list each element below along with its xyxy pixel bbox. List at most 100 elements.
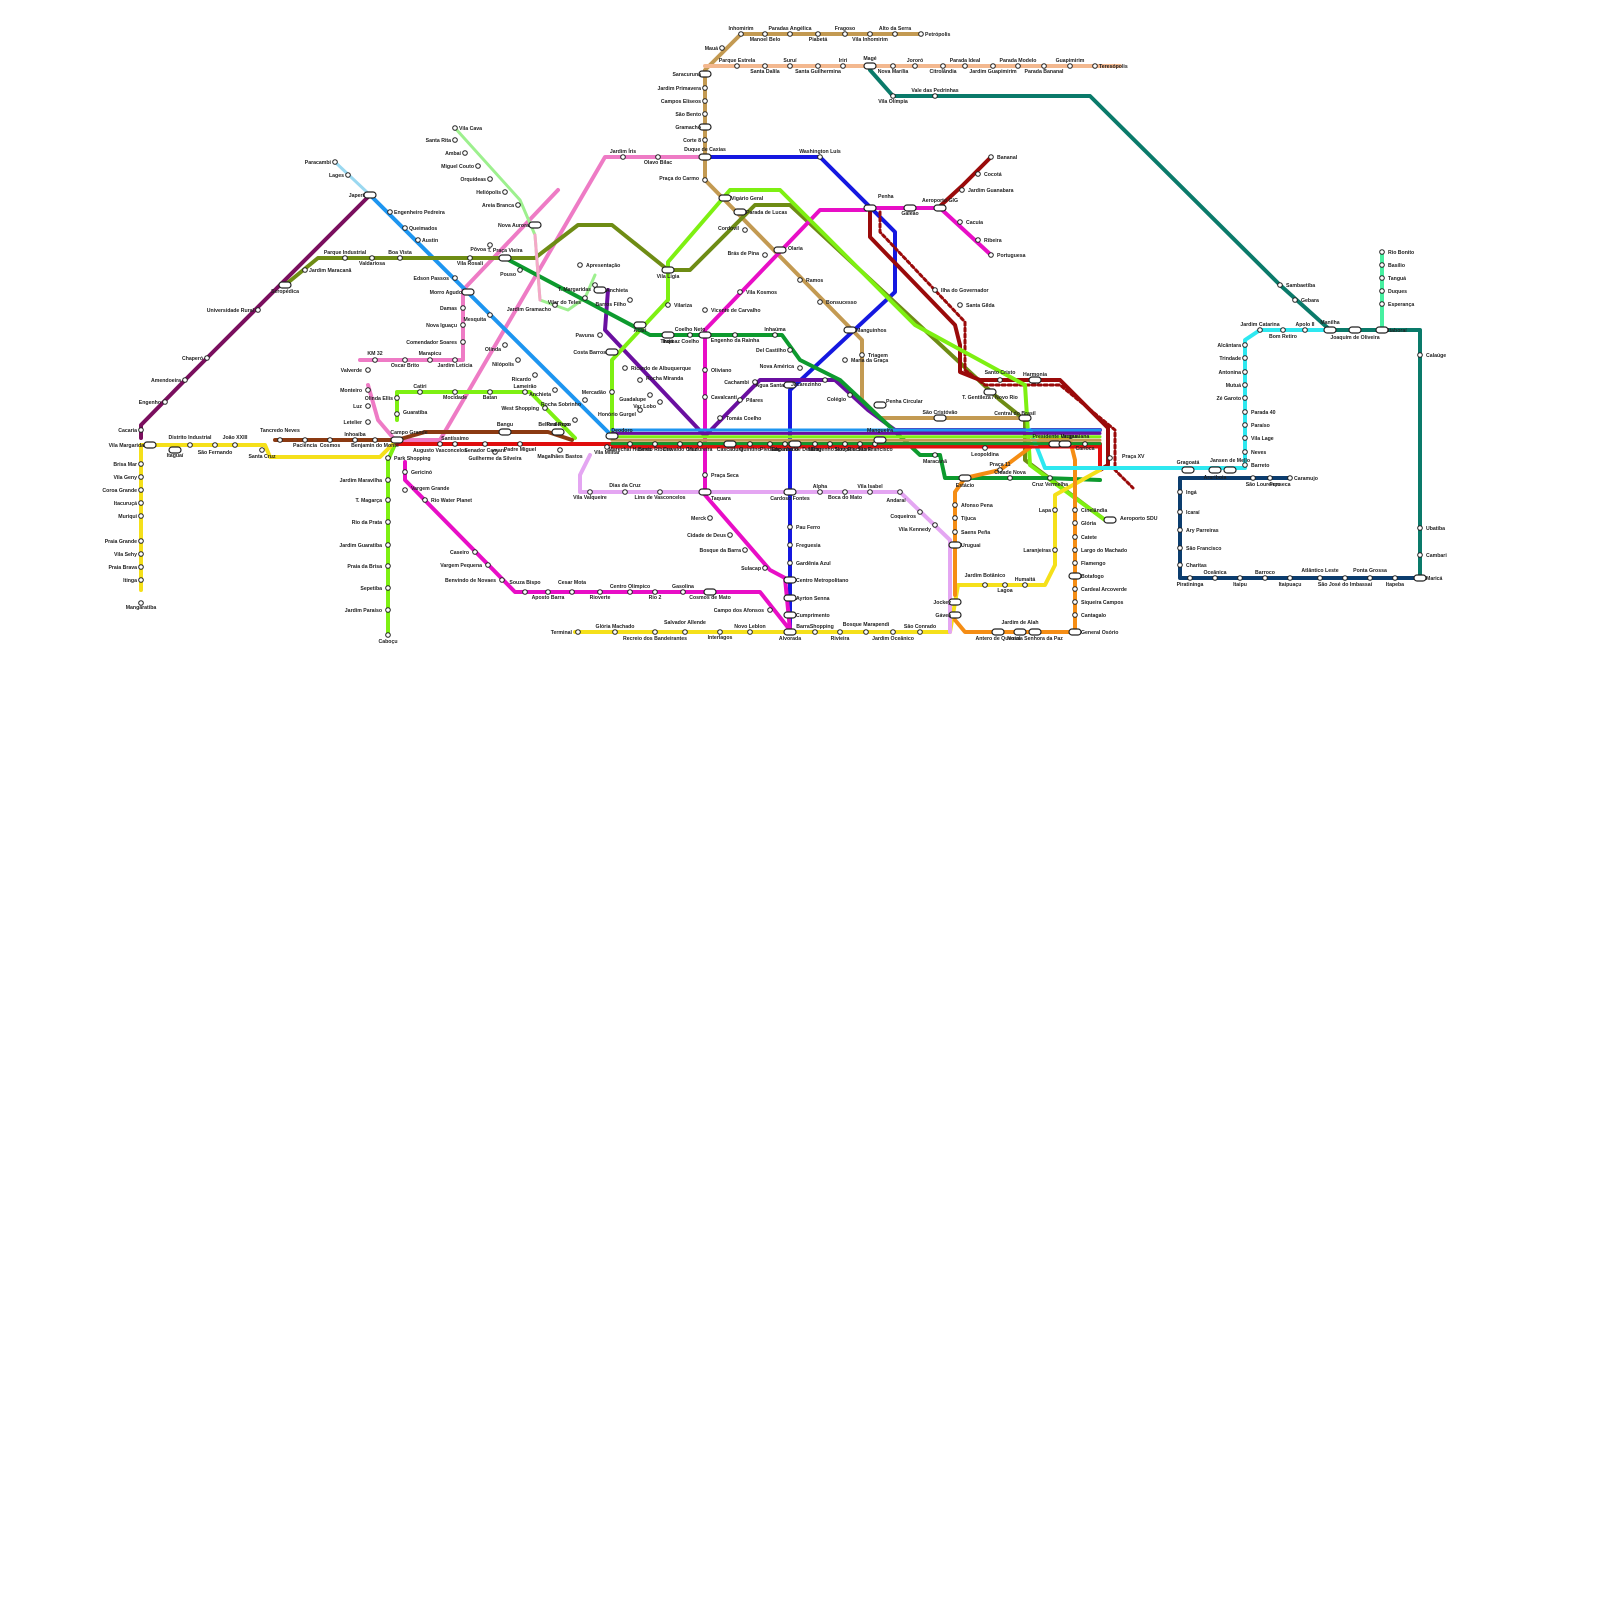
station-marker-nova-am-rica[interactable] — [797, 365, 803, 371]
station-marker-manilha[interactable] — [1323, 326, 1337, 334]
station-marker-vicente-de-carvalho[interactable] — [702, 307, 708, 313]
station-marker-piabet[interactable] — [815, 31, 821, 37]
station-marker-catiri[interactable] — [417, 389, 423, 395]
station-marker-jardim-guapimirim[interactable] — [990, 63, 996, 69]
station-marker-senador-camar[interactable] — [482, 441, 488, 447]
station-marker-engenho-da-rainha[interactable] — [732, 332, 738, 338]
station-marker-pilares[interactable] — [737, 397, 743, 403]
station-marker-citrol-ndia[interactable] — [940, 63, 946, 69]
station-marker-vila-militar[interactable] — [604, 444, 610, 450]
station-marker-jardim-guaratiba[interactable] — [385, 542, 391, 548]
station-marker-cardoso-fontes[interactable] — [783, 488, 797, 496]
station-marker-neves[interactable] — [1242, 449, 1248, 455]
station-marker-para-so[interactable] — [1242, 422, 1248, 428]
station-marker-bosque-da-barra[interactable] — [742, 547, 748, 553]
station-marker-bonsucesso[interactable] — [817, 299, 823, 305]
station-marker-joror[interactable] — [912, 63, 918, 69]
station-marker-siqueira-campos[interactable] — [1072, 599, 1078, 605]
station-marker-cascadura[interactable] — [723, 440, 737, 448]
station-marker-t-magar-a[interactable] — [385, 497, 391, 503]
station-marker-lagoa[interactable] — [1002, 582, 1008, 588]
station-marker-inhoa-ba[interactable] — [352, 437, 358, 443]
station-marker-merck[interactable] — [707, 515, 713, 521]
station-marker-gard-nia-azul[interactable] — [787, 560, 793, 566]
station-marker-est-cio[interactable] — [958, 474, 972, 482]
station-marker-jardim-guanabara[interactable] — [959, 187, 965, 193]
station-marker-engenho-novo[interactable] — [827, 441, 833, 447]
station-marker-muriqui[interactable] — [138, 513, 144, 519]
station-marker-pau-ferro[interactable] — [787, 524, 793, 530]
station-marker-teres-polis[interactable] — [1092, 63, 1098, 69]
station-marker-vilar-do-teles[interactable] — [582, 295, 588, 301]
station-marker-nova-aurora[interactable] — [528, 221, 542, 229]
station-marker-jacarezinho[interactable] — [822, 377, 828, 383]
station-marker-santa-cruz[interactable] — [259, 447, 265, 453]
station-marker-barrashopping[interactable] — [812, 629, 818, 635]
station-marker-laranjeiras[interactable] — [1052, 547, 1058, 553]
station-marker-parada-de-lucas[interactable] — [733, 208, 747, 216]
station-marker-mutu[interactable] — [1242, 382, 1248, 388]
station-marker-miguel-couto[interactable] — [475, 163, 481, 169]
station-marker-apresenta-o[interactable] — [577, 262, 583, 268]
station-marker-boa-vista[interactable] — [397, 255, 403, 261]
station-marker-ricardo-de-albuquerque[interactable] — [622, 365, 628, 371]
station-marker-amba[interactable] — [462, 150, 468, 156]
station-marker-petr-polis[interactable] — [918, 31, 924, 37]
station-marker-park-shopping[interactable] — [385, 455, 391, 461]
station-marker-cantagalo[interactable] — [1072, 612, 1078, 618]
station-marker-lameir-o[interactable] — [522, 389, 528, 395]
station-marker-riachuelo[interactable] — [857, 441, 863, 447]
station-marker-damas[interactable] — [460, 305, 466, 311]
station-marker-t-margaridas[interactable] — [592, 282, 598, 288]
station-marker-jardim-maracan[interactable] — [302, 267, 308, 273]
station-marker-esperan-a[interactable] — [1379, 301, 1385, 307]
station-marker-jardim-primavera[interactable] — [702, 85, 708, 91]
station-marker-antonina[interactable] — [1242, 369, 1248, 375]
station-marker-general-os-rio[interactable] — [1068, 628, 1082, 636]
station-marker-cumprimento[interactable] — [783, 611, 797, 619]
station-marker-cocot[interactable] — [975, 171, 981, 177]
station-marker-guilherme-da-silveira[interactable] — [492, 449, 498, 455]
station-marker-santa-gilda[interactable] — [957, 302, 963, 308]
station-marker-engenho-de-dentro[interactable] — [788, 440, 802, 448]
station-marker-santo-cristo[interactable] — [997, 377, 1003, 383]
station-marker-comendador-soares[interactable] — [460, 339, 466, 345]
station-marker-gericin[interactable] — [402, 469, 408, 475]
station-marker-br-s-de-pina[interactable] — [762, 252, 768, 258]
station-marker-vargem-pequena[interactable] — [485, 562, 491, 568]
station-marker-olinda[interactable] — [502, 342, 508, 348]
station-marker-cambari[interactable] — [1417, 552, 1423, 558]
station-marker-oswaldo-cruz[interactable] — [677, 441, 683, 447]
station-marker-vila-lage[interactable] — [1242, 435, 1248, 441]
station-marker-flamengo[interactable] — [1072, 560, 1078, 566]
station-marker-penha[interactable] — [863, 204, 877, 212]
station-marker-queimados[interactable] — [402, 225, 408, 231]
station-marker-lapa[interactable] — [1052, 507, 1058, 513]
station-marker-realengo[interactable] — [551, 428, 565, 436]
station-marker-praia-da-brisa[interactable] — [385, 563, 391, 569]
station-marker-anchieta[interactable] — [552, 387, 558, 393]
station-marker-fonseca[interactable] — [1267, 475, 1273, 481]
station-marker-uruguai[interactable] — [948, 541, 962, 549]
station-marker-portuguesa[interactable] — [988, 252, 994, 258]
station-marker-washington-lu-s[interactable] — [817, 154, 823, 160]
station-marker-brisa-mar[interactable] — [138, 461, 144, 467]
station-marker-manoel-belo[interactable] — [762, 31, 768, 37]
station-marker-costa-barros[interactable] — [605, 348, 619, 356]
station-marker-parque-estrela[interactable] — [734, 63, 740, 69]
station-marker-sant-ssimo[interactable] — [452, 441, 458, 447]
station-marker-cavalcanti[interactable] — [702, 394, 708, 400]
station-marker-catete[interactable] — [1072, 534, 1078, 540]
station-marker-thomaz-coelho[interactable] — [698, 331, 712, 339]
station-marker-s-o-louren-o[interactable] — [1250, 475, 1256, 481]
station-marker-cidade-nova[interactable] — [1007, 475, 1013, 481]
station-marker-alvorada[interactable] — [783, 628, 797, 636]
station-marker-rocha-miranda[interactable] — [637, 377, 643, 383]
station-marker-ubatiba[interactable] — [1417, 525, 1423, 531]
station-marker-s-o-jos-do-imbassa[interactable] — [1342, 575, 1348, 581]
station-marker-chaper[interactable] — [204, 355, 210, 361]
station-marker-gasolina[interactable] — [680, 589, 686, 595]
station-marker-triagem[interactable] — [859, 352, 865, 358]
station-marker-luz[interactable] — [365, 403, 371, 409]
station-marker-morro-agudo[interactable] — [461, 288, 475, 296]
